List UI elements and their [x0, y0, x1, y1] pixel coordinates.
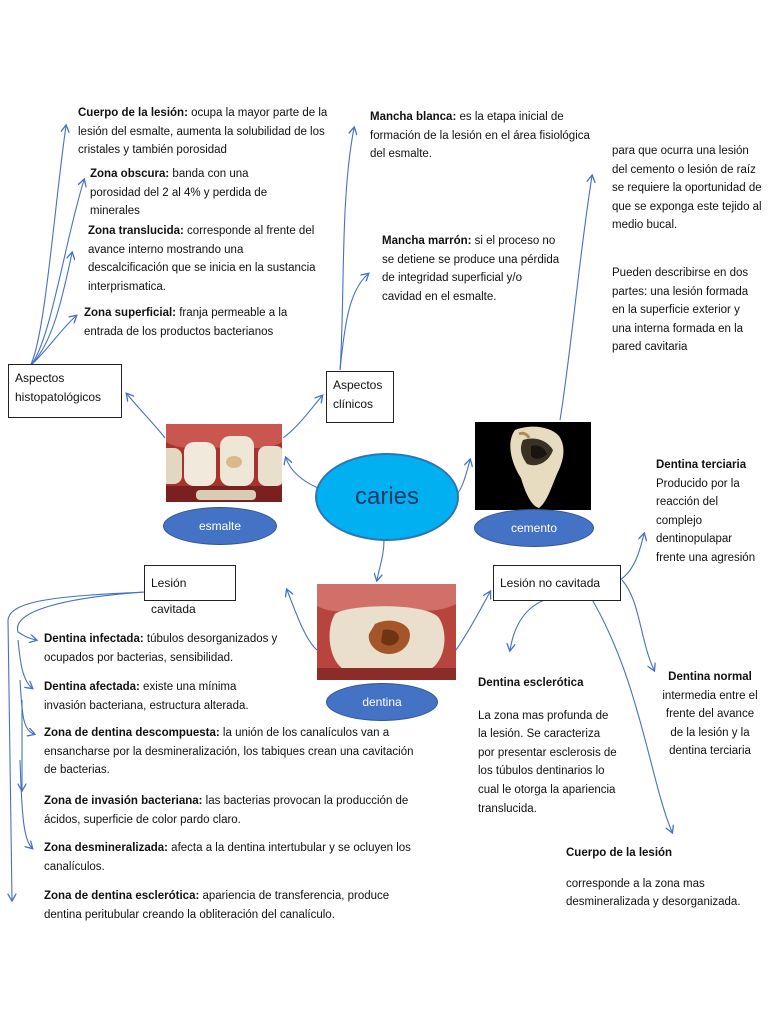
dentina-normal-title: Dentina normal	[668, 671, 752, 683]
central-topic-caries: caries	[315, 453, 459, 541]
oval-esmalte-label: esmalte	[198, 519, 242, 533]
dentina-esclerotica-block: Dentina esclerótica La zona mas profunda…	[478, 674, 618, 818]
cavitada-item-afectada: Dentina afectada: existe una mínima inva…	[44, 681, 249, 712]
oval-dentina: dentina	[326, 683, 438, 721]
cavitada-item-descompuesta: Zona de dentina descompuesta: la unión d…	[44, 727, 414, 777]
box-lesion-cavitada: Lesión cavitada	[144, 565, 236, 616]
dentina-terciaria-text: Producido por la reacción del complejo d…	[656, 477, 756, 564]
box-lesion-no-cavitada: Lesión no cavitada	[493, 565, 621, 601]
histo-item-cuerpo: Cuerpo de la lesión: ocupa la mayor part…	[78, 107, 328, 157]
cavitada-item-invasion: Zona de invasión bacteriana: las bacteri…	[44, 795, 409, 826]
central-topic-label: caries	[354, 483, 420, 510]
cemento-text-1: para que ocurra una lesión del cemento o…	[612, 145, 762, 232]
dentina-esclerotica-title: Dentina esclerótica	[478, 677, 584, 689]
cemento-text-2: Pueden describirse en dos partes: una le…	[612, 267, 749, 354]
dentina-esclerotica-text: La zona mas profunda de la lesión. Se ca…	[478, 709, 617, 815]
dentina-normal-text: intermedia entre el frente del avance de…	[662, 689, 758, 758]
histo-item-zona-obscura: Zona obscura: banda con una porosidad de…	[90, 168, 268, 218]
oval-dentina-label: dentina	[362, 695, 402, 709]
photo-esmalte	[166, 424, 282, 502]
oval-esmalte: esmalte	[163, 507, 277, 545]
dentina-normal-block: Dentina normal intermedia entre el frent…	[660, 668, 760, 761]
photo-dentina	[317, 584, 456, 680]
cuerpo-lesion-block: Cuerpo de la lesión corresponde a la zon…	[566, 844, 762, 912]
cavitada-item-desmineralizada: Zona desmineralizada: afecta a la dentin…	[44, 842, 411, 873]
cuerpo-lesion-title: Cuerpo de la lesión	[566, 847, 673, 859]
histo-item-zona-superficial: Zona superficial: franja permeable a la …	[84, 307, 288, 338]
box-aspectos-histopatologicos: Aspectos histopatológicos	[8, 364, 122, 418]
oval-cemento: cemento	[474, 509, 594, 547]
histo-item-zona-translucida: Zona translucida: corresponde al frente …	[88, 225, 316, 293]
cavitada-item-esclerotica: Zona de dentina esclerótica: apariencia …	[44, 890, 390, 921]
dentina-terciaria-block: Dentina terciaria Producido por la reacc…	[656, 456, 762, 568]
oval-cemento-label: cemento	[510, 521, 558, 535]
cavitada-item-infectada: Dentina infectada: túbulos desorganizado…	[44, 633, 278, 664]
dentina-terciaria-title: Dentina terciaria	[656, 459, 747, 471]
box-aspectos-clinicos: Aspectos clínicos	[326, 371, 394, 423]
cuerpo-lesion-text: corresponde a la zona mas desmineralizad…	[566, 877, 741, 909]
clinico-item-mancha-blanca: Mancha blanca: es la etapa inicial de fo…	[370, 111, 590, 161]
clinico-item-mancha-marron: Mancha marrón: si el proceso no se detie…	[382, 235, 560, 303]
photo-cemento	[475, 422, 591, 510]
